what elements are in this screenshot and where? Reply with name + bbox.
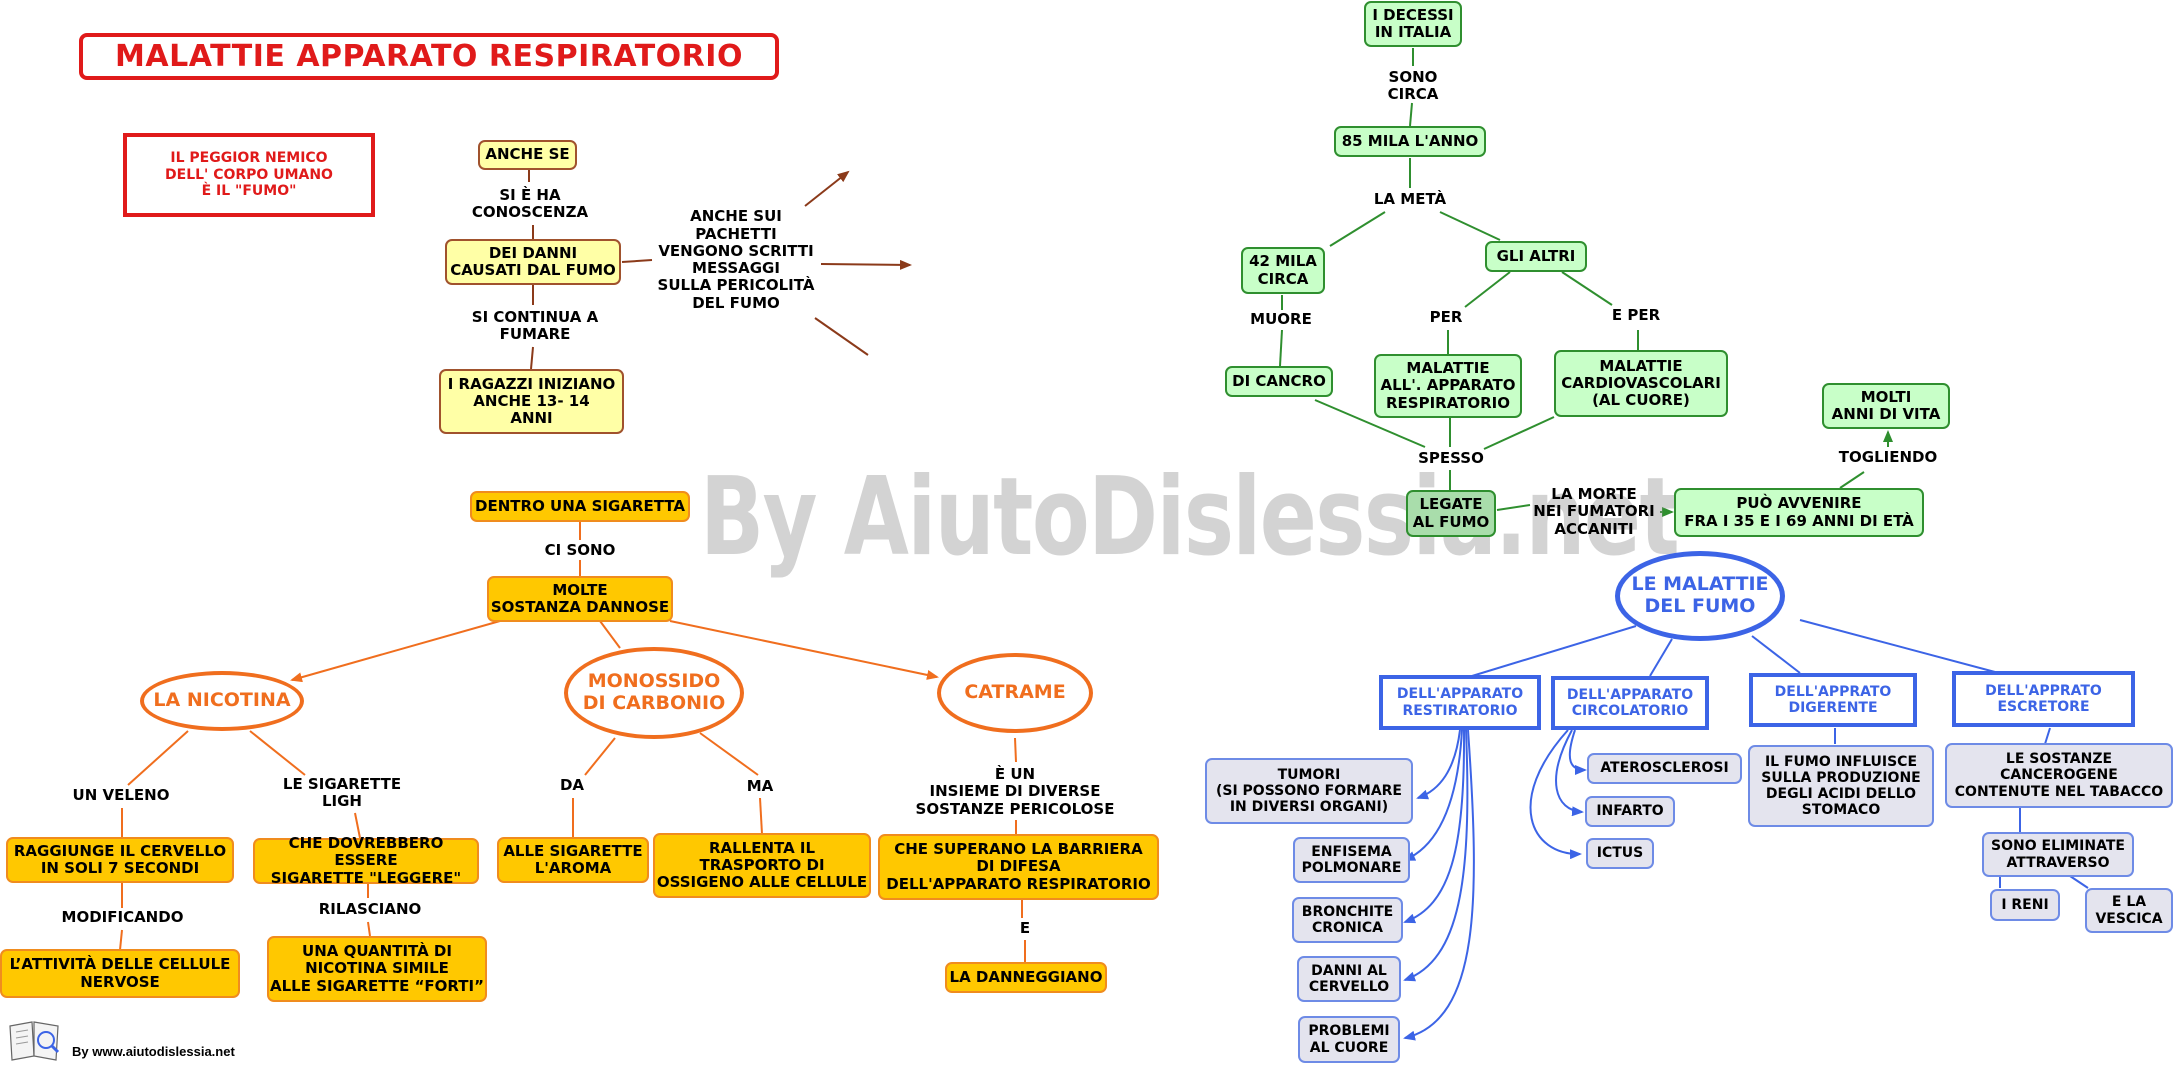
orange-branch-lines — [119, 521, 1026, 962]
label-modificando: MODIFICANDO — [61, 908, 184, 927]
label-e-un: È UN INSIEME DI DIVERSE SOSTANZE PERICOL… — [915, 765, 1115, 818]
node-malattie-cardio: MALATTIE CARDIOVASCOLARI (AL CUORE) — [1554, 350, 1728, 417]
node-decessi: I DECESSI IN ITALIA — [1364, 1, 1462, 47]
node-problemi-cuore: PROBLEMI AL CUORE — [1298, 1016, 1400, 1063]
node-di-cancro: DI CANCRO — [1225, 366, 1333, 397]
node-danni: DEI DANNI CAUSATI DAL FUMO — [445, 239, 621, 285]
node-molti-anni: MOLTI ANNI DI VITA — [1822, 383, 1950, 429]
node-enfisema: ENFISEMA POLMONARE — [1293, 837, 1410, 883]
node-tumori: TUMORI (SI POSSONO FORMARE IN DIVERSI OR… — [1205, 758, 1413, 824]
node-eliminate: SONO ELIMINATE ATTRAVERSO — [1982, 832, 2134, 877]
label-muore: MUORE — [1250, 310, 1312, 329]
node-circ: DELL'APPARATO CIRCOLATORIO — [1551, 676, 1709, 730]
book-logo-icon — [9, 1021, 60, 1061]
label-si-continua: SI CONTINUA A FUMARE — [471, 307, 599, 343]
green-branch-lines — [1279, 48, 1893, 517]
label-la-meta: LA METÀ — [1373, 190, 1447, 209]
node-molte: MOLTE SOSTANZA DANNOSE — [487, 576, 673, 622]
label-ci-sono: CI SONO — [544, 541, 616, 560]
node-monossido: MONOSSIDO DI CARBONIO — [564, 647, 744, 739]
footer-credit: By www.aiutodislessia.net — [72, 1044, 235, 1059]
node-bronchite: BRONCHITE CRONICA — [1292, 897, 1403, 943]
node-dentro: DENTRO UNA SIGARETTA — [470, 491, 690, 522]
blue-branch-lines — [1403, 619, 2089, 1041]
label-e-per: E PER — [1611, 306, 1661, 325]
node-puo-avvenire: PUÒ AVVENIRE FRA I 35 E I 69 ANNI DI ETÀ — [1674, 488, 1924, 537]
label-ma: MA — [746, 777, 774, 796]
node-42-mila: 42 MILA CIRCA — [1241, 247, 1325, 294]
yellow-branch-lines — [528, 168, 912, 370]
label-da: DA — [559, 776, 585, 795]
node-dovrebbero: CHE DOVREBBERO ESSERE SIGARETTE "LEGGERE… — [253, 835, 479, 886]
label-sono-circa: SONO CIRCA — [1387, 67, 1439, 103]
label-la-morte: LA MORTE NEI FUMATORI ACCANITI — [1533, 485, 1655, 538]
node-gli-altri: GLI ALTRI — [1485, 241, 1587, 272]
label-pacchetti: ANCHE SUI PACHETTI VENGONO SCRITTI MESSA… — [657, 207, 815, 312]
node-attivita: L’ATTIVITÀ DELLE CELLULE NERVOSE — [0, 949, 240, 998]
label-si-e-ha: SI È HA CONOSCENZA — [471, 185, 589, 221]
node-superano: CHE SUPERANO LA BARRIERA DI DIFESA DELL'… — [878, 834, 1159, 900]
node-dig: DELL'APPRATO DIGERENTE — [1749, 673, 1917, 727]
node-rallenta: RALLENTA IL TRASPORTO DI OSSIGENO ALLE C… — [653, 833, 871, 898]
node-malattie-resp: MALATTIE ALL'. APPARATO RESPIRATORIO — [1374, 354, 1522, 418]
node-aterosclerosi: ATEROSCLEROSI — [1587, 753, 1742, 784]
label-togliendo: TOGLIENDO — [1838, 448, 1938, 467]
node-raggiunge: RAGGIUNGE IL CERVELLO IN SOLI 7 SECONDI — [6, 837, 234, 883]
label-spesso: SPESSO — [1418, 449, 1484, 468]
node-resp: DELL'APPARATO RESTIRATORIO — [1379, 675, 1541, 730]
label-le-sigarette: LE SIGARETTE LIGH — [282, 774, 402, 810]
node-infarto: INFARTO — [1585, 796, 1675, 827]
node-danni-cervello: DANNI AL CERVELLO — [1297, 956, 1401, 1002]
enemy-note: IL PEGGIOR NEMICO DELL' CORPO UMANO È IL… — [123, 133, 375, 217]
node-85-mila: 85 MILA L'ANNO — [1334, 126, 1486, 157]
label-e: E — [1019, 919, 1031, 938]
node-quantita: UNA QUANTITÀ DI NICOTINA SIMILE ALLE SIG… — [267, 936, 487, 1002]
watermark: By AiutoDislessia.net — [700, 454, 1680, 580]
label-rilasciano: RILASCIANO — [318, 900, 422, 919]
map-title: MALATTIE APPARATO RESPIRATORIO — [79, 33, 779, 80]
node-malattie-fumo: LE MALATTIE DEL FUMO — [1615, 551, 1785, 641]
node-catrame: CATRAME — [937, 653, 1093, 733]
node-anche-se: ANCHE SE — [478, 140, 577, 170]
node-alle-sigarette: ALLE SIGARETTE L'AROMA — [497, 837, 649, 883]
node-vescica: E LA VESCICA — [2085, 888, 2173, 933]
node-danneggiano: LA DANNEGGIANO — [945, 962, 1107, 993]
node-reni: I RENI — [1990, 889, 2060, 921]
node-nicotina: LA NICOTINA — [140, 671, 304, 731]
node-sostanze: LE SOSTANZE CANCEROGENE CONTENUTE NEL TA… — [1945, 743, 2173, 808]
label-un-veleno: UN VELENO — [72, 786, 170, 805]
node-legate: LEGATE AL FUMO — [1406, 490, 1496, 537]
node-escr: DELL'APPRATO ESCRETORE — [1952, 671, 2135, 727]
node-fumo-influisce: IL FUMO INFLUISCE SULLA PRODUZIONE DEGLI… — [1748, 745, 1934, 827]
label-per: PER — [1429, 308, 1463, 327]
node-ragazzi: I RAGAZZI INIZIANO ANCHE 13- 14 ANNI — [439, 369, 624, 434]
node-ictus: ICTUS — [1586, 838, 1654, 869]
